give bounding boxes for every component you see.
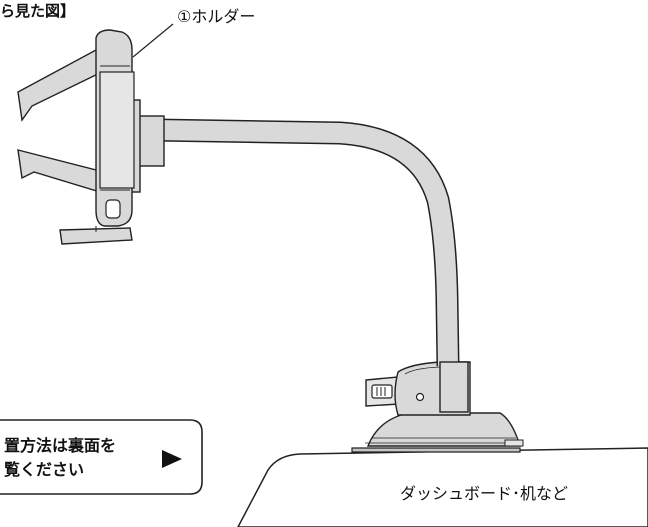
- dashboard-label: ダッシュボード･机など: [400, 484, 568, 503]
- holder-callout-label: ①ホルダー: [177, 7, 255, 26]
- dashboard-surface: [237, 447, 648, 527]
- view-caption: ら見た図】: [0, 2, 75, 20]
- holder-callout-leader: [132, 23, 174, 58]
- notice-arrow-icon: [162, 450, 182, 468]
- notice-line1: 置方法は裏面を: [4, 436, 116, 455]
- installation-notice: 置方法は裏面を 覧ください: [0, 419, 203, 495]
- phone-holder: [17, 29, 135, 245]
- gooseneck-arm: [154, 118, 460, 367]
- suction-cup-base: [351, 412, 524, 453]
- post-collar: [439, 361, 469, 413]
- notice-line2: 覧ください: [4, 460, 84, 479]
